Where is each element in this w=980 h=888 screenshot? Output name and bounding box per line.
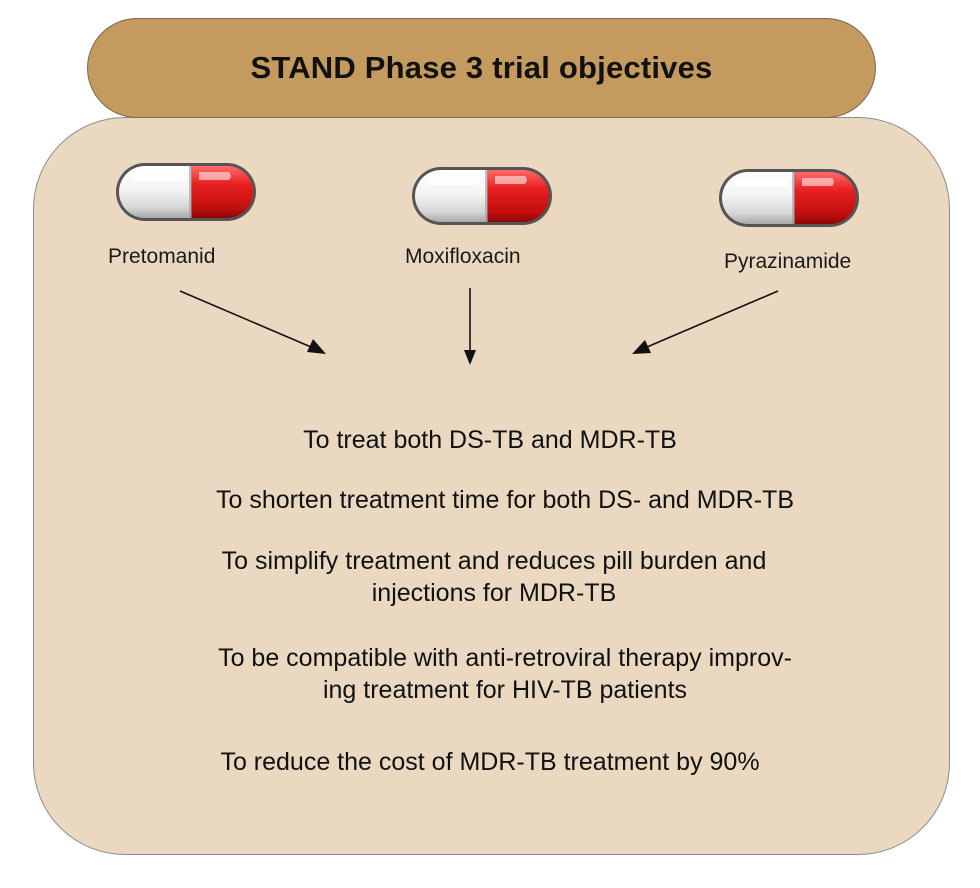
objective-3: To simplify treatment and reduces pill b… [158,545,830,609]
arrowhead-moxifloxacin [464,350,476,365]
arrowhead-pyrazinamide [632,340,651,354]
drug-label-pretomanid: Pretomanid [108,245,216,268]
arrow-pyrazinamide [639,290,779,351]
main-panel [33,117,950,855]
objective-5: To reduce the cost of MDR-TB treatment b… [160,746,820,778]
objective-2: To shorten treatment time for both DS- a… [150,484,860,516]
objective-3-line-1: To simplify treatment and reduces pill b… [221,547,767,575]
objective-2-line-1: To shorten treatment time for both DS- a… [216,486,794,514]
drug-label-pyrazinamide: Pyrazinamide [724,250,852,273]
objective-4-line-2: ing treatment for HIV-TB patients [322,676,688,704]
objective-5-line-1: To reduce the cost of MDR-TB treatment b… [220,748,760,776]
arrowhead-pretomanid [307,339,326,354]
objective-1-line-1: To treat both DS-TB and MDR-TB [303,426,677,454]
page-title: STAND Phase 3 trial objectives [250,50,713,85]
header-banner: STAND Phase 3 trial objectives [87,18,876,118]
arrow-pretomanid [179,290,319,351]
objective-3-line-2: injections for MDR-TB [371,579,617,607]
objective-1: To treat both DS-TB and MDR-TB [260,424,720,456]
objective-4-line-1: To be compatible with anti-retroviral th… [218,644,792,672]
drug-label-moxifloxacin: Moxifloxacin [405,245,521,268]
objective-4: To be compatible with anti-retroviral th… [150,642,860,706]
